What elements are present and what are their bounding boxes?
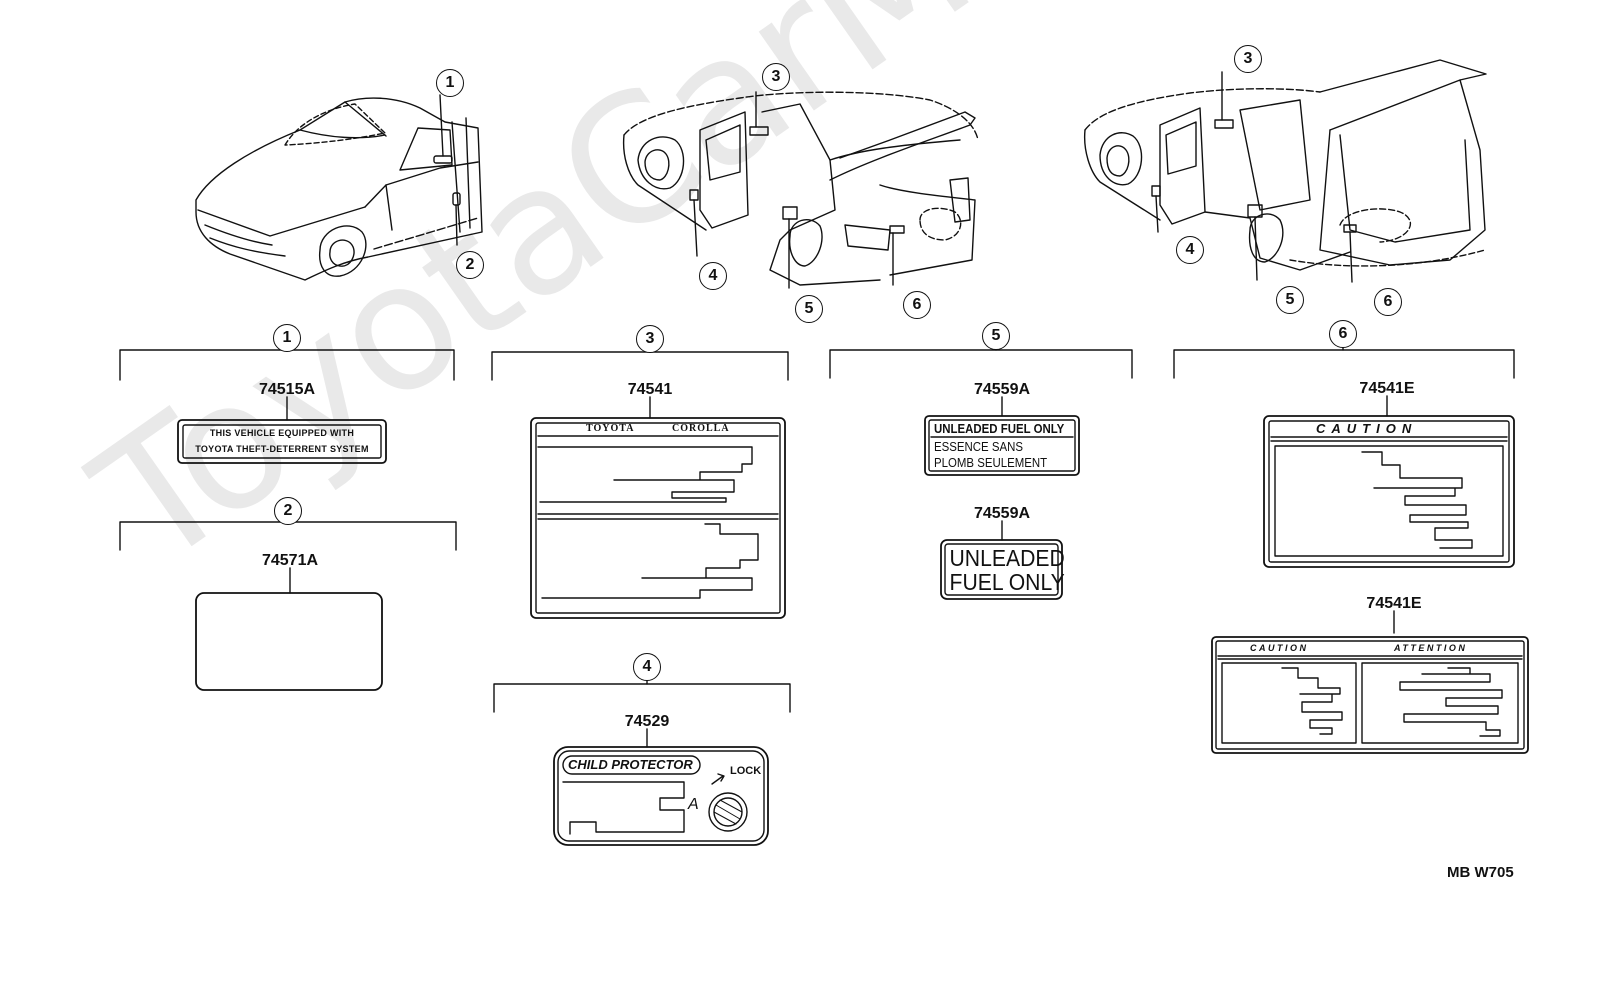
group-callout-5: 5: [982, 322, 1010, 350]
fuel-big-line-2: FUEL ONLY: [949, 569, 1065, 595]
label-fuel-text: [924, 415, 1080, 476]
callout-3-car-wagon: 3: [1234, 45, 1262, 73]
part-number-74571A[interactable]: 74571A: [261, 552, 319, 569]
corolla-text: COROLLA: [672, 423, 730, 434]
label-blank: [195, 592, 383, 691]
group-callout-2: 2: [274, 497, 302, 525]
callout-5-car-sedan: 5: [795, 295, 823, 323]
car-sedan-rear-view: [622, 91, 979, 289]
label-caution: [1263, 415, 1515, 568]
lock-text: LOCK: [730, 765, 762, 777]
callout-1-car-front: 1: [436, 69, 464, 97]
car-wagon-rear-view: [1083, 59, 1487, 283]
label-fuel-big: [940, 539, 1063, 600]
part-number-74515A[interactable]: 74515A: [258, 381, 316, 398]
callout-5-car-wagon: 5: [1276, 286, 1304, 314]
callout-2-car-front: 2: [456, 251, 484, 279]
part-number-74541[interactable]: 74541: [627, 381, 673, 398]
part-number-74529[interactable]: 74529: [624, 713, 670, 730]
fuel-line-3: PLOMB SEULEMENT: [934, 455, 1048, 470]
part-number-74541E-caution[interactable]: 74541E: [1359, 380, 1415, 397]
leader-lines: [286, 395, 1395, 748]
part-number-74559A-text[interactable]: 74559A: [973, 381, 1031, 398]
callout-6-car-sedan: 6: [903, 291, 931, 319]
theft-line-1: THIS VEHICLE EQUIPPED WITH: [209, 428, 355, 438]
child-protector-text: CHILD PROTECTOR: [568, 757, 693, 772]
theft-label-text: THIS VEHICLE EQUIPPED WITH TOYOTA THEFT-…: [183, 425, 381, 457]
fuel-line-1: UNLEADED FUEL ONLY: [934, 421, 1065, 436]
label-child-protector: [553, 746, 769, 846]
group-callout-4: 4: [633, 653, 661, 681]
fuel-big-line-1: UNLEADED: [949, 545, 1065, 571]
attention-heading: ATTENTION: [1394, 643, 1468, 653]
caution-heading: CAUTION: [1316, 421, 1418, 436]
group-callout-3: 3: [636, 325, 664, 353]
car-front-view: [195, 94, 483, 281]
part-number-74559A-big[interactable]: 74559A: [973, 505, 1031, 522]
part-number-74541E-attention[interactable]: 74541E: [1366, 595, 1422, 612]
label-caution-attention: [1211, 636, 1529, 754]
group-callout-6: 6: [1329, 320, 1357, 348]
label-corolla-info: [530, 417, 786, 619]
callout-4-car-sedan: 4: [699, 262, 727, 290]
group-callout-1: 1: [273, 324, 301, 352]
callout-6-car-wagon: 6: [1374, 288, 1402, 316]
diagram-code: MB W705: [1447, 864, 1514, 881]
callout-3-car-sedan: 3: [762, 63, 790, 91]
fuel-line-2: ESSENCE SANS: [934, 439, 1024, 454]
toyota-text: TOYOTA: [586, 423, 635, 434]
label-theft-deterrent: [177, 419, 387, 464]
callout-4-car-wagon: 4: [1176, 236, 1204, 264]
caution-small-heading: CAUTION: [1250, 643, 1309, 653]
a-mark-text: A: [688, 796, 699, 813]
theft-line-2: TOYOTA THEFT-DETERRENT SYSTEM: [195, 444, 369, 454]
fuel-big-text: UNLEADED FUEL ONLY: [949, 545, 1065, 595]
